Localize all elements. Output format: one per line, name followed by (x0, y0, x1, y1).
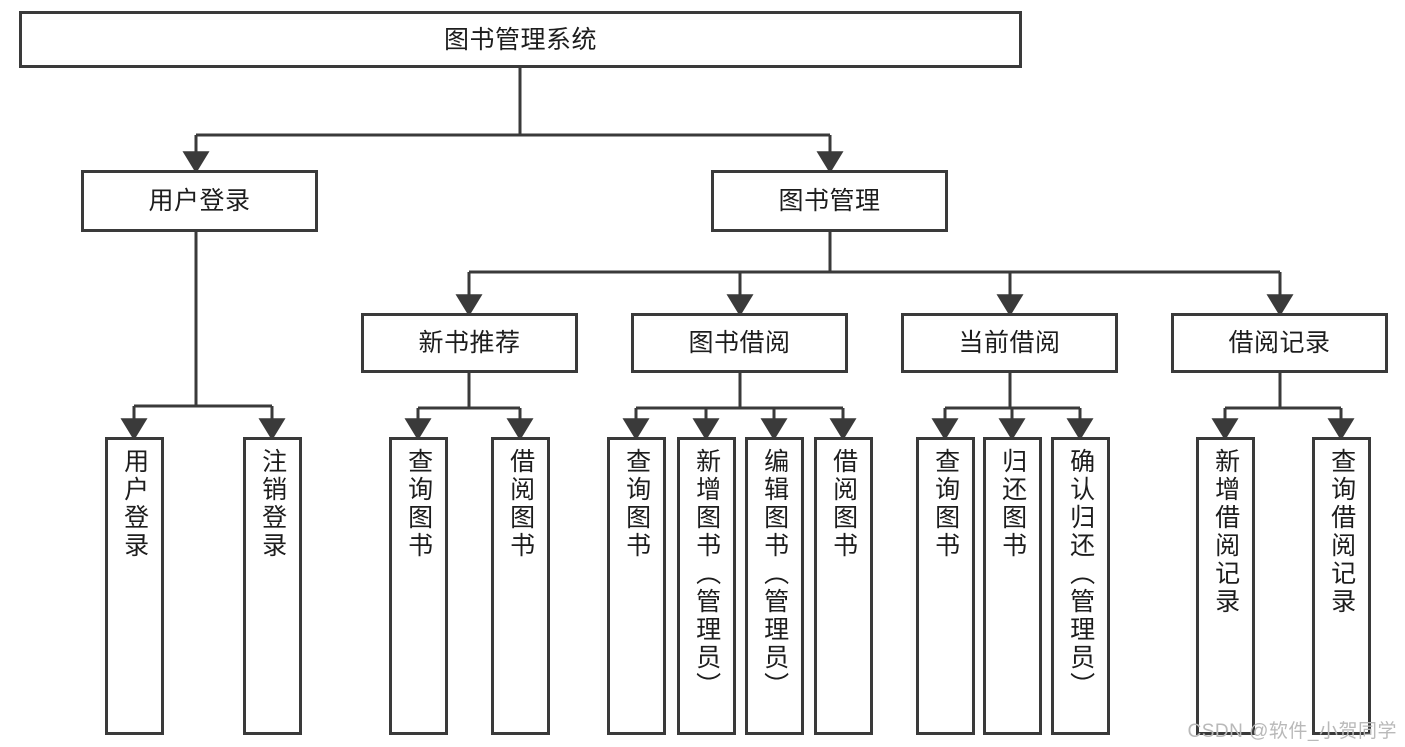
node-current-borrow[interactable]: 当前借阅 (901, 313, 1118, 373)
node-leaf-user-login-label: 用户登录 (120, 448, 149, 560)
node-leaf-query-record-label: 查询借阅记录 (1327, 448, 1356, 616)
node-leaf-logout-label: 注销登录 (258, 448, 287, 560)
node-leaf-query-book-3[interactable]: 查询图书 (916, 437, 975, 735)
node-book-borrow[interactable]: 图书借阅 (631, 313, 848, 373)
node-leaf-query-book-2-label: 查询图书 (622, 448, 651, 560)
node-user-login[interactable]: 用户登录 (81, 170, 318, 232)
node-leaf-edit-book-label: 编辑图书（管理员） (760, 448, 789, 700)
node-root[interactable]: 图书管理系统 (19, 11, 1022, 68)
node-leaf-query-book-1-label: 查询图书 (404, 448, 433, 560)
node-leaf-borrow-book-2-label: 借阅图书 (829, 448, 858, 560)
node-leaf-borrow-book-1-label: 借阅图书 (506, 448, 535, 560)
node-leaf-query-record[interactable]: 查询借阅记录 (1312, 437, 1371, 735)
node-leaf-add-record-label: 新增借阅记录 (1211, 448, 1240, 616)
node-borrow-record-label: 借阅记录 (1228, 329, 1331, 357)
node-leaf-return-book-label: 归还图书 (998, 448, 1027, 560)
node-leaf-logout[interactable]: 注销登录 (243, 437, 302, 735)
node-new-book-rec-label: 新书推荐 (418, 329, 521, 357)
node-leaf-borrow-book-1[interactable]: 借阅图书 (491, 437, 550, 735)
node-leaf-user-login[interactable]: 用户登录 (105, 437, 164, 735)
node-leaf-borrow-book-2[interactable]: 借阅图书 (814, 437, 873, 735)
node-leaf-confirm-return-label: 确认归还（管理员） (1066, 448, 1095, 700)
node-leaf-query-book-1[interactable]: 查询图书 (389, 437, 448, 735)
node-current-borrow-label: 当前借阅 (958, 329, 1061, 357)
node-borrow-record[interactable]: 借阅记录 (1171, 313, 1388, 373)
node-new-book-rec[interactable]: 新书推荐 (361, 313, 578, 373)
node-leaf-add-book[interactable]: 新增图书（管理员） (677, 437, 736, 735)
node-user-login-label: 用户登录 (148, 187, 251, 215)
node-leaf-query-book-2[interactable]: 查询图书 (607, 437, 666, 735)
node-leaf-edit-book[interactable]: 编辑图书（管理员） (745, 437, 804, 735)
node-leaf-add-record[interactable]: 新增借阅记录 (1196, 437, 1255, 735)
node-book-manage[interactable]: 图书管理 (711, 170, 948, 232)
node-root-label: 图书管理系统 (443, 25, 597, 54)
node-leaf-return-book[interactable]: 归还图书 (983, 437, 1042, 735)
node-leaf-confirm-return[interactable]: 确认归还（管理员） (1051, 437, 1110, 735)
node-book-borrow-label: 图书借阅 (688, 329, 791, 357)
node-book-manage-label: 图书管理 (778, 187, 881, 215)
node-leaf-query-book-3-label: 查询图书 (931, 448, 960, 560)
node-leaf-add-book-label: 新增图书（管理员） (692, 448, 721, 700)
watermark-text: CSDN @软件_小贺同学 (1187, 721, 1397, 742)
